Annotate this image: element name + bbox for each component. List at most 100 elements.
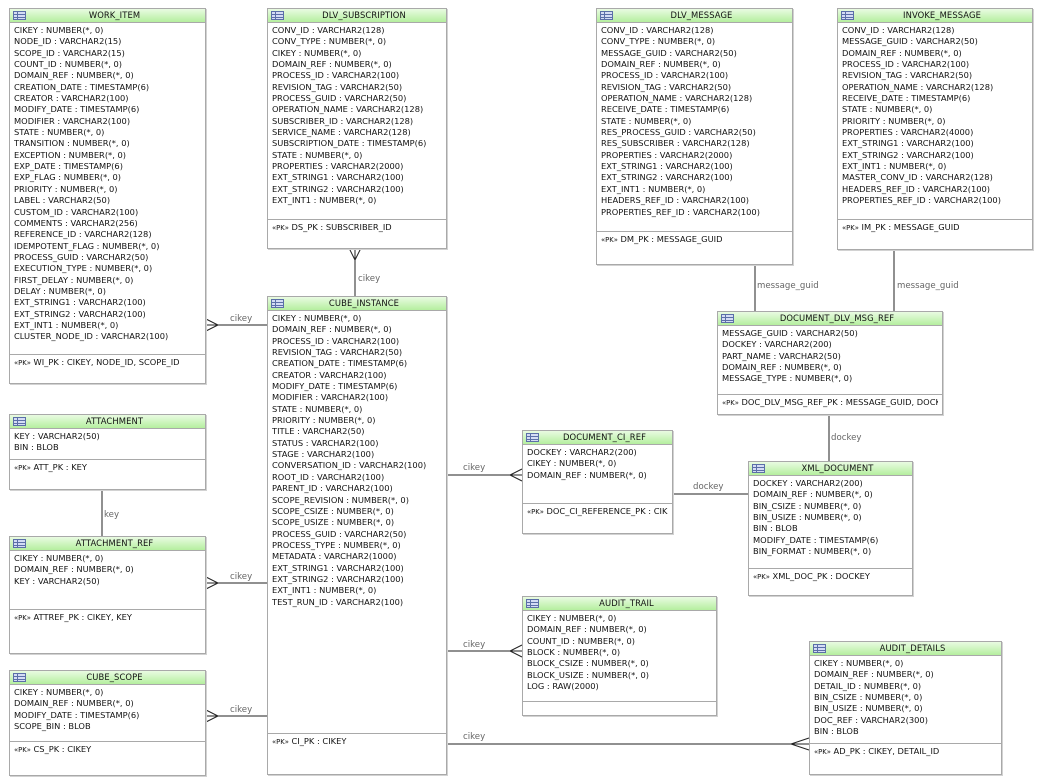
pk-text: ATT_PK : KEY: [33, 462, 87, 472]
entity-xml-document[interactable]: XML_DOCUMENT DOCKEY : VARCHAR2(200) DOMA…: [748, 461, 913, 596]
primary-key: «PK» ATT_PK : KEY: [14, 462, 201, 474]
column: DOMAIN_REF : NUMBER(*, 0): [272, 324, 392, 335]
pk-marker: «PK»: [753, 573, 770, 581]
entity-cube-scope[interactable]: CUBE_SCOPE CIKEY : NUMBER(*, 0) DOMAIN_R…: [9, 670, 206, 776]
column: CIKEY : NUMBER(*, 0): [814, 658, 904, 668]
entity-document-ci-ref[interactable]: DOCUMENT_CI_REF DOCKEY : VARCHAR2(200) C…: [522, 430, 673, 534]
entity-document-dlv-msg-ref[interactable]: DOCUMENT_DLV_MSG_REF MESSAGE_GUID : VARC…: [717, 311, 943, 415]
column: DOMAIN_REF : NUMBER(*, 0): [842, 47, 962, 58]
pk-text: DOC_CI_REFERENCE_PK : CIKEY, DOCKEY: [546, 506, 668, 516]
column: EXT_INT1 : NUMBER(*, 0): [272, 585, 377, 596]
column: STATE : NUMBER(*, 0): [601, 115, 692, 126]
entity-attachment[interactable]: ATTACHMENT KEY : VARCHAR2(50) BIN : BLOB…: [9, 414, 206, 490]
column: COMMENTS : VARCHAR2(256): [14, 217, 138, 228]
pk-text: WI_PK : CIKEY, NODE_ID, SCOPE_ID: [33, 357, 180, 367]
link-label-dlvmsgref-dockey: dockey: [831, 433, 862, 443]
column: EXP_FLAG : NUMBER(*, 0): [14, 172, 122, 183]
column: DOMAIN_REF : NUMBER(*, 0): [601, 59, 721, 70]
entity-header: DOCUMENT_CI_REF: [523, 431, 672, 445]
primary-key: «PK» DOC_DLV_MSG_REF_PK : MESSAGE_GUID, …: [722, 397, 938, 409]
pk-text: XML_DOC_PK : DOCKEY: [772, 571, 870, 581]
column: PRIORITY : NUMBER(*, 0): [842, 115, 946, 126]
column: NODE_ID : VARCHAR2(15): [14, 36, 122, 47]
pk-text: DOC_DLV_MSG_REF_PK : MESSAGE_GUID, DOCKE…: [741, 397, 938, 407]
column: REVISION_TAG : VARCHAR2(50): [601, 81, 732, 92]
column: CONV_ID : VARCHAR2(128): [842, 25, 955, 35]
column: DOMAIN_REF : NUMBER(*, 0): [14, 564, 134, 575]
column: DOMAIN_REF : NUMBER(*, 0): [272, 59, 392, 70]
column: DOC_REF : VARCHAR2(300): [814, 714, 928, 725]
entity-audit-details[interactable]: AUDIT_DETAILS CIKEY : NUMBER(*, 0) DOMAI…: [809, 641, 1002, 775]
entity-header: DLV_SUBSCRIPTION: [268, 9, 446, 23]
key-section: «PK» DOC_CI_REFERENCE_PK : CIKEY, DOCKEY: [523, 503, 672, 520]
column: EXT_STRING1 : VARCHAR2(100): [272, 562, 404, 573]
column: PROCESS_ID : VARCHAR2(100): [842, 59, 970, 70]
column: MESSAGE_TYPE : NUMBER(*, 0): [722, 373, 853, 384]
column: REVISION_TAG : VARCHAR2(50): [272, 347, 403, 358]
primary-key: «PK» DM_PK : MESSAGE_GUID: [601, 234, 788, 246]
entity-title: DOCUMENT_DLV_MSG_REF: [779, 313, 895, 323]
column-list: CIKEY : NUMBER(*, 0) DOMAIN_REF : NUMBER…: [810, 656, 1001, 737]
table-icon: [13, 11, 26, 20]
column: BIN : BLOB: [14, 442, 59, 453]
entity-title: DLV_MESSAGE: [670, 10, 733, 20]
crowfoot-docciref: [508, 468, 523, 482]
column: EXECUTION_TYPE : NUMBER(*, 0): [14, 263, 153, 274]
key-section: «PK» DM_PK : MESSAGE_GUID: [597, 231, 792, 248]
column: COUNT_ID : NUMBER(*, 0): [14, 59, 123, 70]
entity-dlv-message[interactable]: DLV_MESSAGE CONV_ID : VARCHAR2(128) CONV…: [596, 8, 793, 265]
column: DELAY : NUMBER(*, 0): [14, 285, 106, 296]
table-icon: [13, 673, 26, 682]
column: EXT_INT1 : NUMBER(*, 0): [272, 195, 377, 206]
column: MASTER_CONV_ID : VARCHAR2(128): [842, 172, 993, 183]
column: STATE : NUMBER(*, 0): [272, 403, 363, 414]
table-icon: [271, 11, 284, 20]
entity-header: DOCUMENT_DLV_MSG_REF: [718, 312, 942, 326]
entity-header: CUBE_INSTANCE: [268, 297, 446, 311]
column: DOMAIN_REF : NUMBER(*, 0): [814, 669, 934, 680]
column-list: CIKEY : NUMBER(*, 0) DOMAIN_REF : NUMBER…: [268, 311, 446, 608]
pk-marker: «PK»: [814, 748, 831, 756]
column: CREATOR : VARCHAR2(100): [14, 93, 129, 104]
column: SUBSCRIPTION_DATE : TIMESTAMP(6): [272, 138, 427, 149]
column: PROCESS_ID : VARCHAR2(100): [272, 70, 400, 81]
column: EXT_STRING2 : VARCHAR2(100): [14, 308, 146, 319]
column: DOMAIN_REF : NUMBER(*, 0): [527, 469, 647, 480]
entity-title: DOCUMENT_CI_REF: [562, 432, 647, 442]
column-list: CONV_ID : VARCHAR2(128) CONV_TYPE : NUMB…: [597, 23, 792, 218]
column: DOMAIN_REF : NUMBER(*, 0): [14, 70, 134, 81]
column: SCOPE_CSIZE : NUMBER(*, 0): [272, 505, 394, 516]
column: KEY : VARCHAR2(50): [14, 431, 100, 441]
column: EXT_STRING1 : VARCHAR2(100): [842, 138, 974, 149]
column: MODIFY_DATE : TIMESTAMP(6): [14, 104, 140, 115]
column: CLUSTER_NODE_ID : VARCHAR2(100): [14, 331, 169, 342]
key-section: «PK» XML_DOC_PK : DOCKEY: [749, 568, 912, 585]
column: PROPERTIES : VARCHAR2(2000): [601, 149, 733, 160]
column: EXT_INT1 : NUMBER(*, 0): [14, 319, 119, 330]
column: CREATION_DATE : TIMESTAMP(6): [14, 81, 150, 92]
column-list: DOCKEY : VARCHAR2(200) DOMAIN_REF : NUMB…: [749, 476, 912, 557]
entity-attachment-ref[interactable]: ATTACHMENT_REF CIKEY : NUMBER(*, 0) DOMA…: [9, 536, 206, 654]
table-icon: [752, 464, 765, 473]
entity-audit-trail[interactable]: AUDIT_TRAIL CIKEY : NUMBER(*, 0) DOMAIN_…: [522, 596, 717, 716]
key-section: [523, 701, 716, 717]
column-list: KEY : VARCHAR2(50) BIN : BLOB: [10, 429, 205, 454]
column: SCOPE_ID : VARCHAR2(15): [14, 47, 125, 58]
column: DETAIL_ID : NUMBER(*, 0): [814, 680, 922, 691]
primary-key: «PK» DOC_CI_REFERENCE_PK : CIKEY, DOCKEY: [527, 506, 668, 518]
entity-invoke-message[interactable]: INVOKE_MESSAGE CONV_ID : VARCHAR2(128) M…: [837, 8, 1033, 250]
column: COUNT_ID : NUMBER(*, 0): [527, 635, 636, 646]
entity-dlv-subscription[interactable]: DLV_SUBSCRIPTION CONV_ID : VARCHAR2(128)…: [267, 8, 447, 249]
column: REFERENCE_ID : VARCHAR2(128): [14, 229, 152, 240]
table-icon: [526, 599, 539, 608]
pk-marker: «PK»: [14, 464, 31, 472]
column: CIKEY : NUMBER(*, 0): [14, 25, 104, 35]
entity-work-item[interactable]: WORK_ITEM CIKEY : NUMBER(*, 0) NODE_ID :…: [9, 8, 206, 384]
table-icon: [721, 314, 734, 323]
link-label-auditdetails-cikey: cikey: [463, 732, 486, 742]
column: BIN_FORMAT : NUMBER(*, 0): [753, 546, 872, 557]
entity-cube-instance[interactable]: CUBE_INSTANCE CIKEY : NUMBER(*, 0) DOMAI…: [267, 296, 447, 775]
column: PROCESS_ID : VARCHAR2(100): [601, 70, 729, 81]
column: CONV_ID : VARCHAR2(128): [272, 25, 385, 35]
